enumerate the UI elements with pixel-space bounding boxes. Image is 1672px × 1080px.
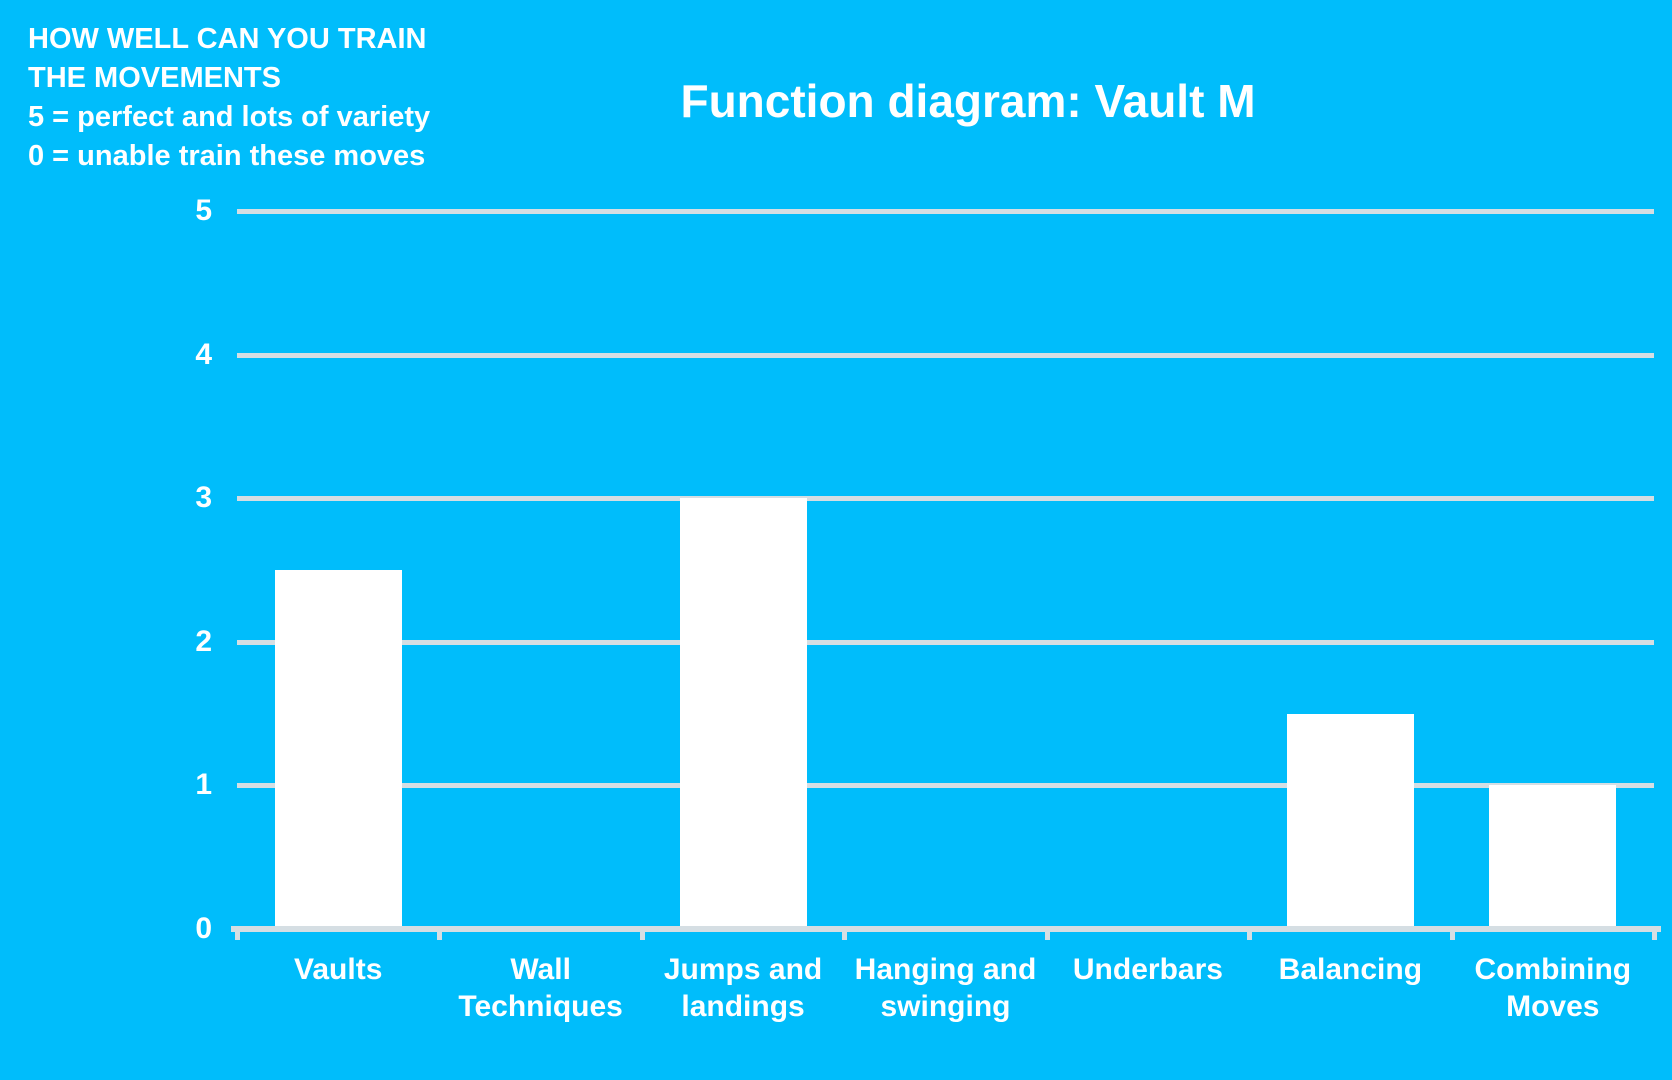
x-axis-tick — [437, 929, 443, 940]
x-axis-tick — [235, 929, 240, 940]
chart-title: Function diagram: Vault M — [680, 75, 1256, 127]
bar-vaults — [274, 570, 402, 929]
x-axis-label-hanging-and-swinging: Hanging and swinging — [854, 953, 1037, 1023]
y-axis-label-2: 2 — [195, 624, 212, 658]
scale-note-line-1: HOW WELL CAN YOU TRAIN — [28, 23, 427, 55]
gridline-4 — [237, 352, 1654, 358]
gridline-5 — [237, 209, 1654, 214]
x-axis-tick — [639, 929, 645, 940]
scale-note-line-2: THE MOVEMENTS — [28, 62, 281, 94]
bar-jumps-and-landings — [679, 498, 807, 929]
y-axis-label-1: 1 — [195, 768, 212, 802]
x-axis-label-underbars: Underbars — [1072, 953, 1223, 986]
x-axis-label-wall-techniques: Wall Techniques — [458, 953, 623, 1023]
y-axis-label-3: 3 — [195, 481, 212, 515]
gridline-1 — [237, 783, 1654, 789]
x-axis-label-balancing: Balancing — [1278, 953, 1423, 986]
y-axis-label-4: 4 — [195, 337, 212, 371]
gridline-3 — [237, 496, 1654, 502]
scale-note-line-3: 5 = perfect and lots of variety — [28, 101, 431, 133]
scale-note-line-4: 0 = unable train these moves — [28, 140, 426, 172]
x-axis-line — [231, 926, 1661, 932]
bar-combining-moves — [1489, 785, 1617, 929]
y-axis-label-5: 5 — [195, 194, 212, 227]
x-axis-tick — [842, 929, 848, 940]
x-axis-tick — [1044, 929, 1050, 940]
x-axis-tick — [1449, 929, 1455, 940]
x-axis-label-vaults: Vaults — [294, 953, 383, 986]
gridline-2 — [237, 639, 1654, 645]
x-axis-label-combining-moves: Combining Moves — [1474, 953, 1632, 1023]
scale-note: HOW WELL CAN YOU TRAIN THE MOVEMENTS 5 =… — [28, 20, 430, 176]
y-axis-label-0: 0 — [195, 912, 212, 945]
x-axis-label-jumps-and-landings: Jumps and landings — [663, 953, 823, 1023]
x-axis-tick — [1247, 929, 1253, 940]
bar-balancing — [1286, 713, 1414, 929]
plot-area — [231, 209, 1661, 940]
x-axis-tick — [1652, 929, 1657, 940]
